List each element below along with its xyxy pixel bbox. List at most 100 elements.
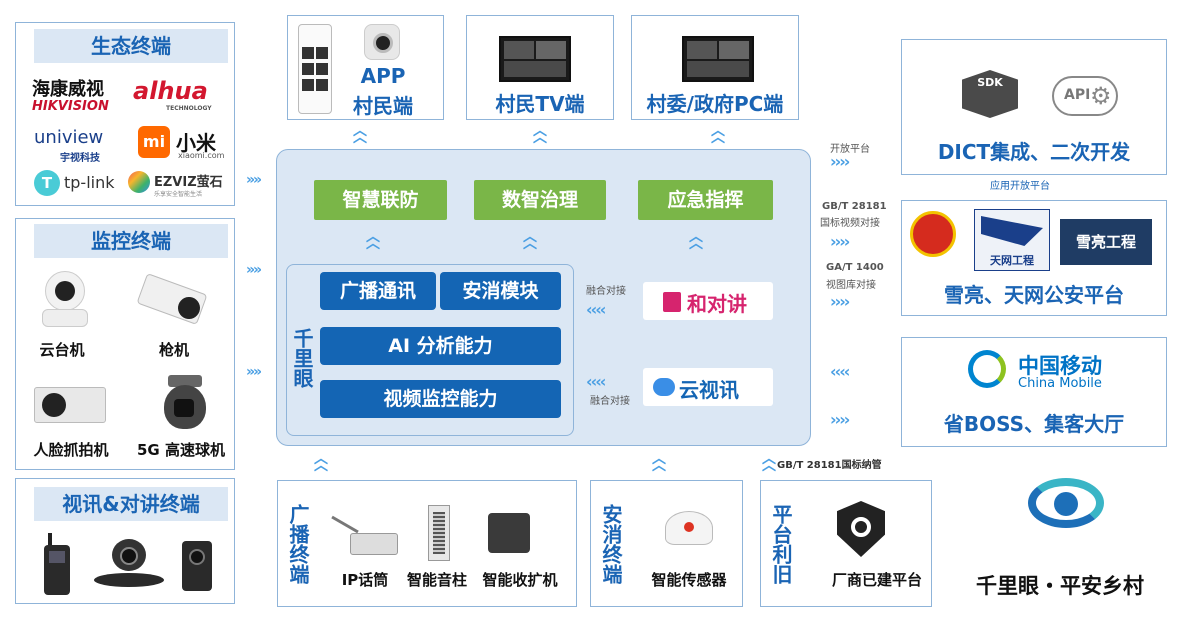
open-platform-label: 开放平台 [830, 144, 870, 155]
sdk-box-icon: SDK [962, 70, 1018, 118]
yunshixun-icon [653, 378, 675, 396]
dict-box: SDK API ⚙ DICT集成、二次开发 [901, 39, 1167, 175]
hedj-chip: 和对讲 [643, 282, 773, 320]
ptz-camera-icon [40, 271, 90, 331]
bullet-camera-label: 枪机 [158, 341, 189, 359]
broadcast-vertical-label: 广播终端 [286, 504, 310, 584]
bullet-camera-icon [130, 273, 210, 330]
app-label-line1: APP [360, 64, 406, 88]
dict-label: DICT集成、二次开发 [937, 140, 1131, 164]
tianwang-sign: 天网工程 [990, 254, 1034, 267]
phone-icon [298, 24, 332, 114]
eco-terminal-panel: 生态终端 海康威视 HIKVISION alhua TECHNOLOGY uni… [15, 22, 235, 206]
app-up-arrow: ︿︿ [353, 123, 367, 146]
tv-terminal-box: 村民TV端 [466, 15, 614, 120]
smart-amplifier-icon [488, 513, 530, 553]
smart-sensor-icon [665, 511, 713, 545]
vendor-platform-label: 厂商已建平台 [831, 571, 922, 589]
pc-terminal-box: 村委/政府PC端 [631, 15, 799, 120]
ezviz-logo: EZVIZ萤石 [154, 175, 223, 190]
ai-analysis-module: AI 分析能力 [320, 327, 561, 365]
china-mobile-icon [968, 350, 1006, 388]
china-mobile-cn: 中国移动 [1018, 354, 1102, 378]
platform-reuse-panel: 平台利旧 厂商已建平台 [760, 480, 932, 607]
platform-reuse-vertical-label: 平台利旧 [769, 504, 793, 584]
xiaomi-url: xiaomi.com [178, 151, 225, 160]
tv-up-arrow: ︿︿ [533, 123, 547, 146]
fire-up-arrow: ︿︿ [652, 451, 666, 474]
gb-arrow: ›››› [830, 232, 850, 251]
hedj-icon [663, 292, 681, 312]
broadcast-terminal-panel: 广播终端 IP话筒 智能音柱 智能收扩机 [277, 480, 577, 607]
platform-to-boss-arrow: ›››› [830, 410, 850, 429]
tplink-icon: T [34, 170, 60, 196]
video-to-center-arrow: »» [246, 364, 262, 380]
yunshixun-chip: 云视讯 [643, 368, 773, 406]
xiaomi-logo: 小米 [176, 131, 216, 155]
fire-terminal-panel: 安消终端 智能传感器 [590, 480, 743, 607]
uniview-logo: uniview [34, 127, 104, 148]
conference-camera-icon [94, 539, 164, 591]
police-platform-box: 天网工程 雪亮工程 雪亮、天网公安平台 [901, 200, 1167, 316]
fusion-label-bottom: 融合对接 [590, 396, 630, 407]
fire-vertical-label: 安消终端 [599, 504, 623, 584]
speed-dome-label: 5G 高速球机 [137, 441, 225, 459]
ga-label-line2: 视图库对接 [826, 280, 876, 291]
ptz-camera-label: 云台机 [39, 341, 85, 359]
police-platform-label: 雪亮、天网公安平台 [944, 283, 1124, 307]
hikvision-cn-logo: 海康威视 [32, 79, 104, 100]
app-terminal-box: APP 村民端 [287, 15, 444, 120]
ga-label-line1: GA/T 1400 [826, 262, 884, 273]
tv-icon [499, 36, 571, 82]
smart-speaker-column-icon [428, 505, 450, 561]
monitor-to-center-arrow: »» [246, 262, 262, 278]
smart-defense-button: 智慧联防 [314, 180, 447, 220]
app-open-platform-label: 应用开放平台 [990, 181, 1050, 192]
eco-to-center-arrow: »» [246, 172, 262, 188]
broadcast-up-arrow: ︿︿ [314, 451, 328, 474]
gear-icon: ⚙ [1090, 82, 1112, 110]
face-capture-label: 人脸抓拍机 [33, 441, 109, 459]
gb-accept-label: GB/T 28181国标纳管 [777, 460, 882, 471]
tv-label: 村民TV端 [495, 92, 585, 116]
smart-sensor-label: 智能传感器 [651, 571, 727, 589]
monitor-terminal-title: 监控终端 [34, 224, 228, 258]
qianliyan-logo [1028, 470, 1104, 536]
xueliang-logo: 雪亮工程 [1060, 219, 1152, 265]
pc-up-arrow: ︿︿ [711, 123, 725, 146]
monitor-terminal-panel: 监控终端 云台机 枪机 人脸抓拍机 5G 高速球机 [15, 218, 235, 470]
api-cloud-icon: API ⚙ [1052, 76, 1118, 116]
boss-to-platform-arrow: ‹‹‹‹ [830, 362, 850, 381]
yunshixun-label: 云视讯 [679, 378, 739, 402]
governance-up-arrow: ︿︿ [523, 229, 537, 252]
boss-label: 省BOSS、集客大厅 [943, 412, 1125, 436]
pc-monitor-icon [682, 36, 754, 82]
video-intercom-panel: 视讯&对讲终端 [15, 478, 235, 604]
ezviz-icon [128, 171, 150, 193]
ip-microphone-icon [330, 515, 400, 559]
speed-dome-icon [160, 375, 210, 435]
ip-microphone-label: IP话筒 [341, 571, 389, 589]
open-platform-arrow: ›››› [830, 152, 850, 171]
tplink-logo: tp-link [64, 173, 115, 192]
digital-governance-button: 数智治理 [474, 180, 606, 220]
smart-speaker-label: 智能音柱 [406, 571, 467, 589]
pc-label: 村委/政府PC端 [646, 92, 784, 116]
ga-arrow: ›››› [830, 292, 850, 311]
shield-icon [837, 501, 885, 557]
smart-amplifier-label: 智能收扩机 [482, 571, 558, 589]
fusion-label-top: 融合对接 [586, 286, 626, 297]
dahua-logo: alhua [133, 77, 208, 105]
hedj-to-platform-arrow: ‹‹‹‹ [586, 300, 606, 319]
dahua-sub-logo: TECHNOLOGY [166, 105, 212, 112]
security-fire-module: 安消模块 [440, 272, 561, 310]
hedj-label: 和对讲 [687, 292, 747, 316]
app-camera-icon [364, 24, 400, 60]
platform-up-arrow: ︿︿ [762, 451, 776, 474]
video-intercom-title: 视讯&对讲终端 [34, 487, 228, 521]
uniview-cn-logo: 宇视科技 [60, 153, 100, 164]
slogan-label: 千里眼・平安乡村 [976, 574, 1144, 598]
gb-label-line2: 国标视频对接 [820, 218, 880, 229]
china-mobile-box: 中国移动 China Mobile 省BOSS、集客大厅 [901, 337, 1167, 447]
qianliyan-vertical-label: 千里眼 [290, 328, 314, 388]
